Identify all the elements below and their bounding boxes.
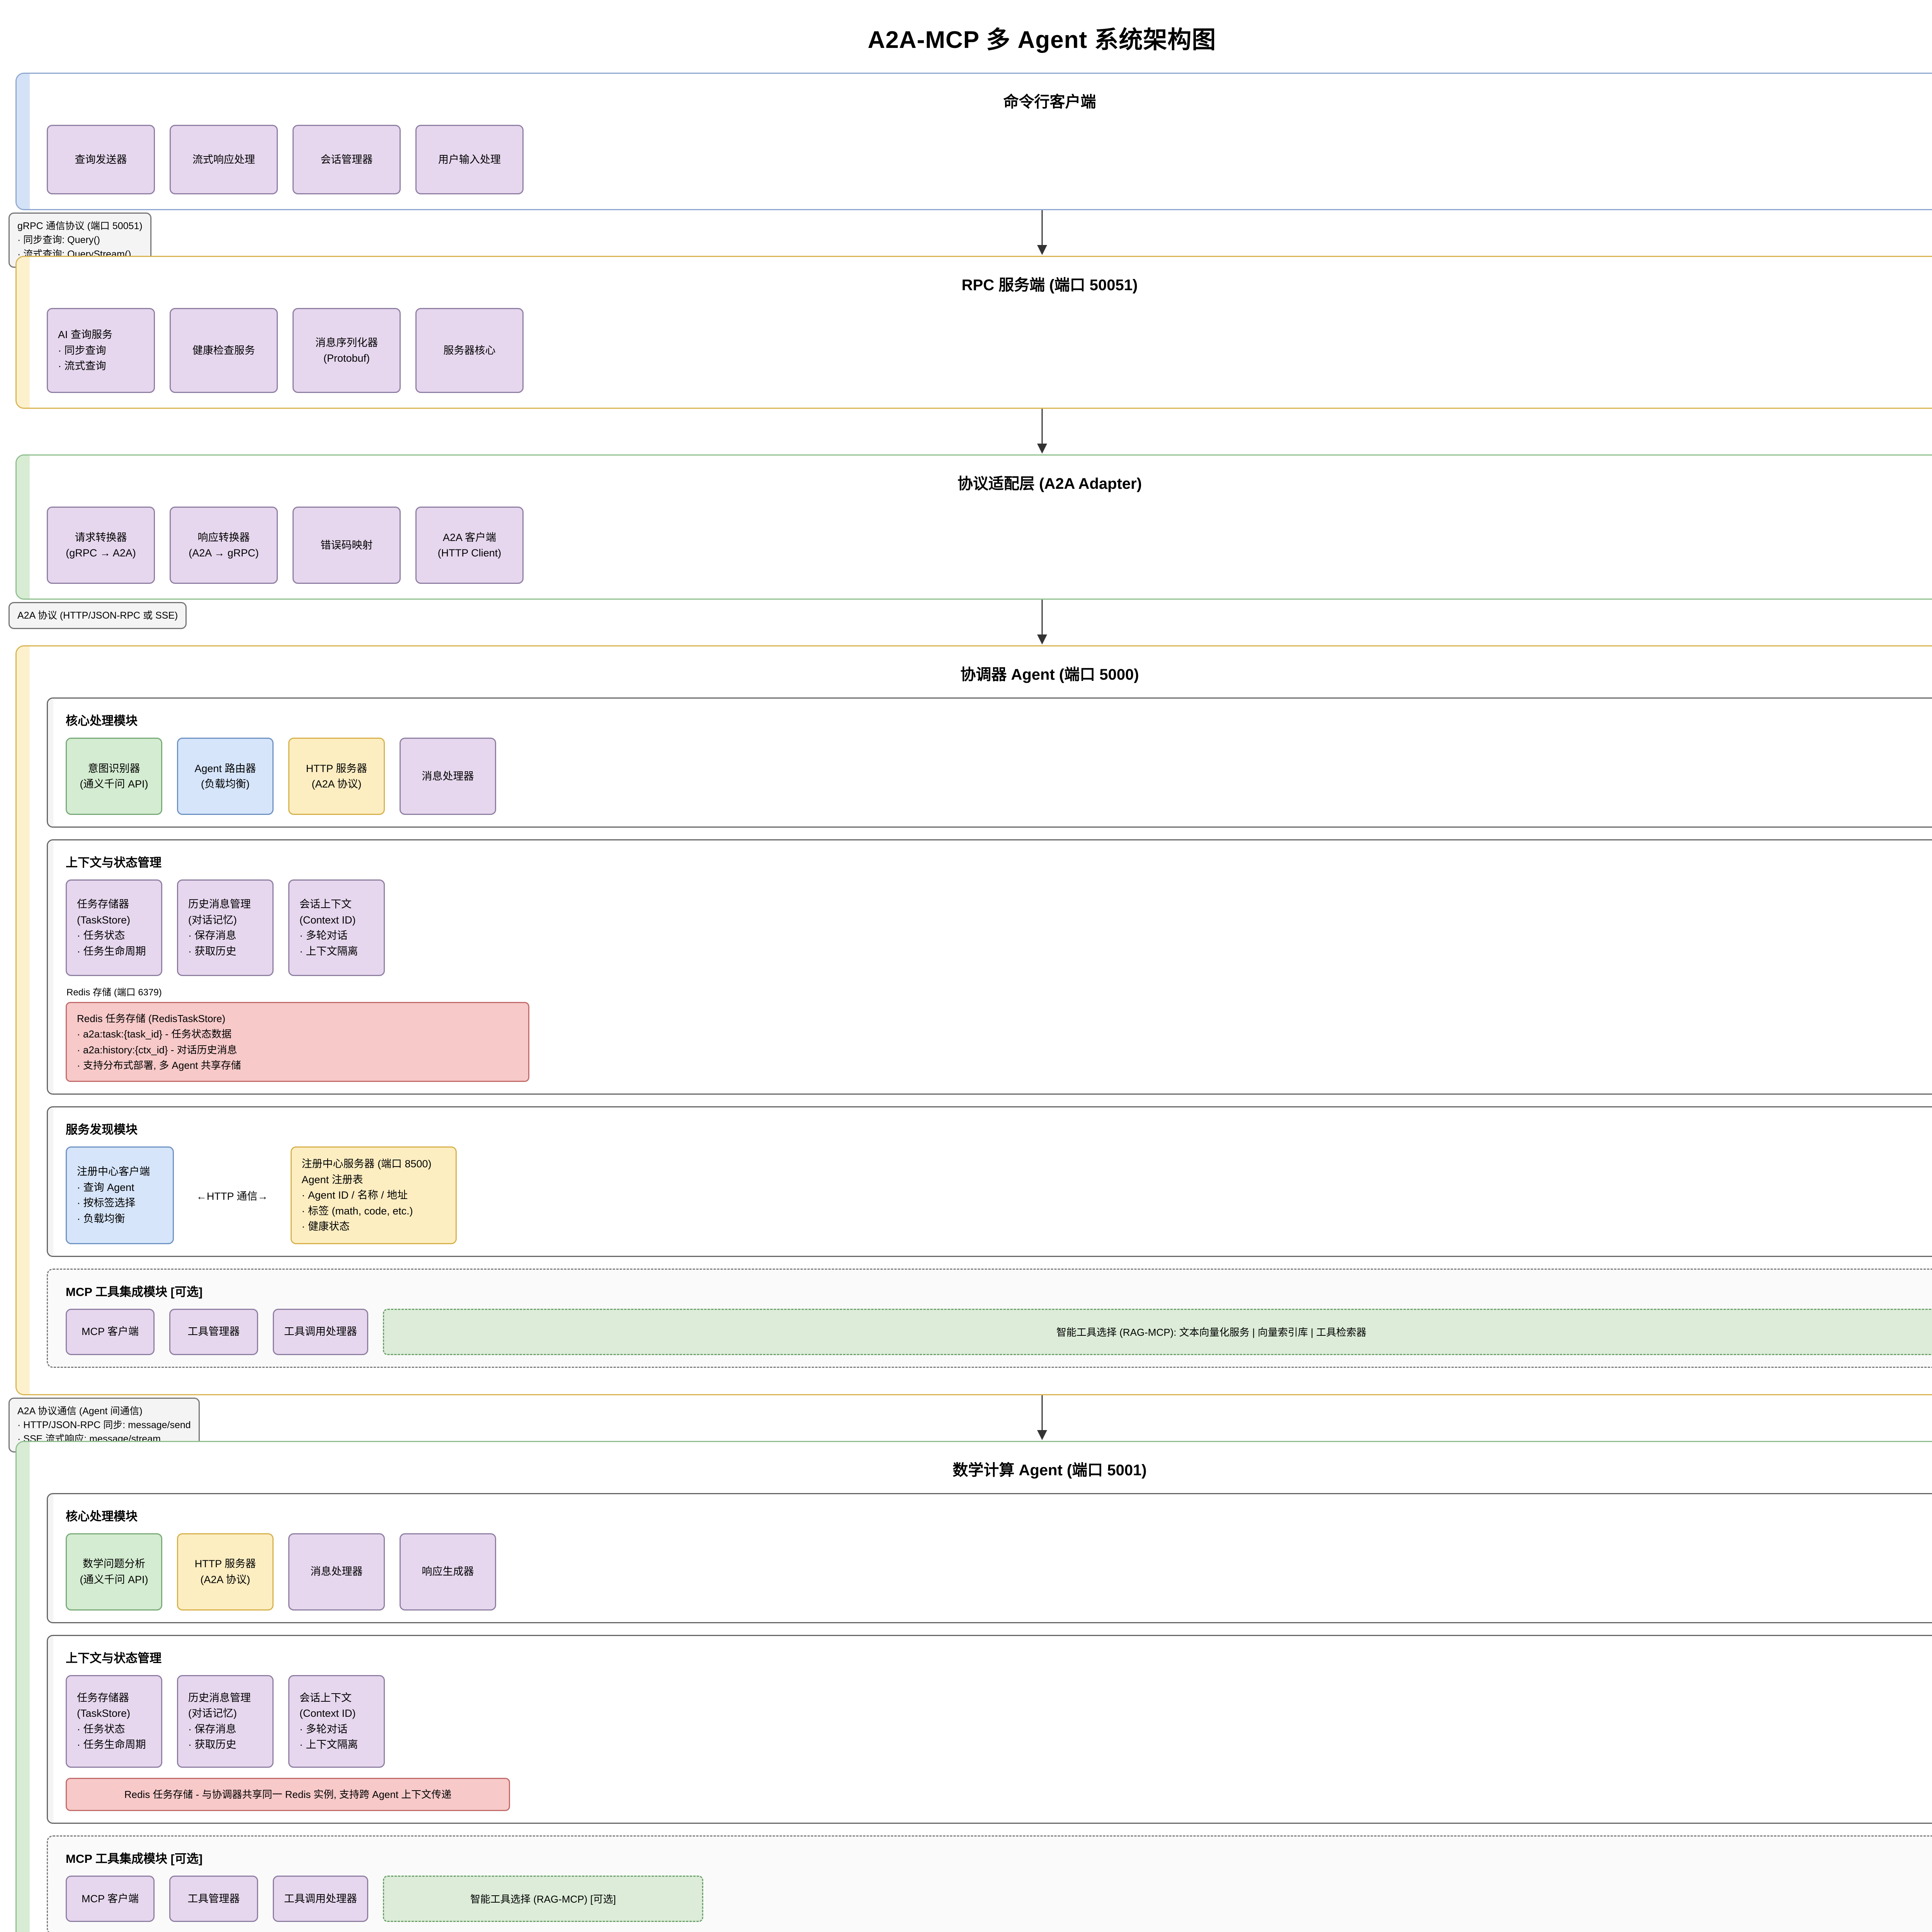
layer-accent-band [17,74,30,209]
node-request-converter[interactable]: 请求转换器 (gRPC → A2A) [47,507,155,584]
node-history-manager[interactable]: 历史消息管理 (对话记忆) · 保存消息 · 获取历史 [177,879,274,976]
layer-accent-band [17,646,30,1394]
node-stream-response-handler[interactable]: 流式响应处理 [170,125,278,194]
node-intent-recognizer[interactable]: 意图识别器 (通义千问 API) [66,738,162,815]
subgroup-accent-band [48,840,53,1094]
node-registry-client[interactable]: 注册中心客户端 · 查询 Agent · 按标签选择 · 负载均衡 [66,1146,174,1244]
mcp-node-row: MCP 客户端 工具管理器 工具调用处理器 智能工具选择 (RAG-MCP): … [66,1308,1932,1355]
connector-stem [1041,409,1043,446]
node-rag-mcp-selector[interactable]: 智能工具选择 (RAG-MCP) [可选] [383,1875,703,1922]
subgroup-accent-band [48,1494,53,1622]
connector-arrowhead [1037,444,1047,454]
node-tool-manager[interactable]: 工具管理器 [169,1875,258,1922]
note-grpc-protocol: gRPC 通信协议 (端口 50051) · 同步查询: Query() · 流… [9,213,151,268]
redis-store-label: Redis 存储 (端口 6379) [66,987,162,998]
connector-arrowhead [1037,634,1047,645]
connector-coordinator-to-math-agent: A2A 协议通信 (Agent 间通信) · HTTP/JSON-RPC 同步:… [0,1395,1932,1453]
subgroup-math-core-processing: 核心处理模块 数学问题分析 (通义千问 API) HTTP 服务器 (A2A 协… [47,1493,1932,1623]
node-session-manager[interactable]: 会话管理器 [293,125,401,194]
core-node-row: 意图识别器 (通义千问 API) Agent 路由器 (负载均衡) HTTP 服… [66,738,1932,815]
math-core-node-row: 数学问题分析 (通义千问 API) HTTP 服务器 (A2A 协议) 消息处理… [66,1533,1932,1611]
node-message-handler[interactable]: 消息处理器 [400,738,496,815]
node-session-context[interactable]: 会话上下文 (Context ID) · 多轮对话 · 上下文隔离 [288,1675,385,1768]
layer-title: RPC 服务端 (端口 50051) [961,277,1138,294]
connector-arrowhead [1037,1430,1047,1440]
context-node-row: 任务存储器 (TaskStore) · 任务状态 · 任务生命周期 历史消息管理… [66,879,1932,976]
node-agent-router[interactable]: Agent 路由器 (负载均衡) [177,738,274,815]
layer-title: 协调器 Agent (端口 5000) [960,666,1139,683]
subgroup-title: 服务发现模块 [66,1123,138,1137]
node-tool-manager[interactable]: 工具管理器 [169,1308,258,1355]
node-history-manager[interactable]: 历史消息管理 (对话记忆) · 保存消息 · 获取历史 [177,1675,274,1768]
layer-accent-band [17,257,30,408]
subgroup-title: 核心处理模块 [66,1509,138,1523]
subgroup-accent-band [48,699,53,827]
subgroup-mcp-tool-integration: MCP 工具集成模块 [可选] MCP 客户端 工具管理器 工具调用处理器 智能… [47,1268,1932,1368]
node-registry-server[interactable]: 注册中心服务器 (端口 8500) Agent 注册表 · Agent ID /… [290,1146,457,1244]
layer-title: 协议适配层 (A2A Adapter) [957,475,1142,492]
connector-stem [1041,1395,1043,1432]
node-health-check-service[interactable]: 健康检查服务 [170,308,278,393]
node-redis-task-store[interactable]: Redis 任务存储 (RedisTaskStore) · a2a:task:{… [66,1002,529,1082]
node-rag-mcp-selector[interactable]: 智能工具选择 (RAG-MCP): 文本向量化服务 | 向量索引库 | 工具检索… [383,1308,1932,1355]
layer-rpc-server: RPC 服务端 (端口 50051) AI 查询服务 · 同步查询 · 流式查询… [15,256,1932,409]
node-tool-call-handler[interactable]: 工具调用处理器 [273,1875,368,1922]
connector-stem [1041,210,1043,247]
node-error-code-mapping[interactable]: 错误码映射 [293,507,401,584]
rpc-node-row: AI 查询服务 · 同步查询 · 流式查询 健康检查服务 消息序列化器 (Pro… [47,308,1932,393]
node-session-context[interactable]: 会话上下文 (Context ID) · 多轮对话 · 上下文隔离 [288,879,385,976]
adapter-node-row: 请求转换器 (gRPC → A2A) 响应转换器 (A2A → gRPC) 错误… [47,507,1932,584]
subgroup-title: MCP 工具集成模块 [可选] [66,1285,203,1299]
layer-accent-band [17,1442,30,1932]
node-http-server[interactable]: HTTP 服务器 (A2A 协议) [288,738,385,815]
note-a2a-protocol: A2A 协议 (HTTP/JSON-RPC 或 SSE) [9,602,187,629]
subgroup-accent-band [48,1107,53,1256]
layer-coordinator-agent: 协调器 Agent (端口 5000) 核心处理模块 意图识别器 (通义千问 A… [15,645,1932,1395]
math-context-node-row: 任务存储器 (TaskStore) · 任务状态 · 任务生命周期 历史消息管理… [66,1675,1932,1768]
subgroup-math-mcp-tool-integration: MCP 工具集成模块 [可选] MCP 客户端 工具管理器 工具调用处理器 智能… [47,1835,1932,1932]
subgroup-math-context-state: 上下文与状态管理 任务存储器 (TaskStore) · 任务状态 · 任务生命… [47,1634,1932,1824]
layer-title: 命令行客户端 [1003,94,1096,111]
subgroup-title: MCP 工具集成模块 [可选] [66,1852,203,1866]
node-response-converter[interactable]: 响应转换器 (A2A → gRPC) [170,507,278,584]
node-server-core[interactable]: 服务器核心 [415,308,524,393]
page-title: A2A-MCP 多 Agent 系统架构图 [867,27,1216,53]
node-tool-call-handler[interactable]: 工具调用处理器 [273,1308,368,1355]
node-a2a-client[interactable]: A2A 客户端 (HTTP Client) [415,507,524,584]
connector-cli-to-rpc: gRPC 通信协议 (端口 50051) · 同步查询: Query() · 流… [0,210,1932,268]
connector-rpc-to-adapter [0,409,1932,454]
subgroup-accent-band [48,1636,53,1823]
subgroup-title: 核心处理模块 [66,714,138,728]
layer-accent-band [17,456,30,599]
connector-arrowhead [1037,245,1047,255]
connector-stem [1041,600,1043,637]
subgroup-core-processing: 核心处理模块 意图识别器 (通义千问 API) Agent 路由器 (负载均衡)… [47,697,1932,828]
node-redis-shared-store[interactable]: Redis 任务存储 - 与协调器共享同一 Redis 实例, 支持跨 Agen… [66,1777,510,1811]
node-mcp-client[interactable]: MCP 客户端 [66,1875,155,1922]
node-mcp-client[interactable]: MCP 客户端 [66,1308,155,1355]
node-message-handler[interactable]: 消息处理器 [288,1533,385,1611]
node-message-serializer[interactable]: 消息序列化器 (Protobuf) [293,308,401,393]
node-math-problem-analysis[interactable]: 数学问题分析 (通义千问 API) [66,1533,162,1611]
node-response-generator[interactable]: 响应生成器 [400,1533,496,1611]
subgroup-context-state: 上下文与状态管理 任务存储器 (TaskStore) · 任务状态 · 任务生命… [47,839,1932,1095]
cli-node-row: 查询发送器 流式响应处理 会话管理器 用户输入处理 [47,125,1932,194]
math-mcp-node-row: MCP 客户端 工具管理器 工具调用处理器 智能工具选择 (RAG-MCP) [… [66,1875,703,1922]
subgroup-title: 上下文与状态管理 [66,1651,162,1665]
subgroup-title: 上下文与状态管理 [66,856,162,869]
node-http-server[interactable]: HTTP 服务器 (A2A 协议) [177,1533,274,1611]
layer-title: 数学计算 Agent (端口 5001) [952,1461,1147,1479]
layer-protocol-adapter: 协议适配层 (A2A Adapter) 请求转换器 (gRPC → A2A) 响… [15,454,1932,600]
connector-adapter-to-coordinator: A2A 协议 (HTTP/JSON-RPC 或 SSE) [0,600,1932,645]
subgroup-service-discovery: 服务发现模块 注册中心客户端 · 查询 Agent · 按标签选择 · 负载均衡… [47,1106,1932,1257]
layer-cli-client: 命令行客户端 查询发送器 流式响应处理 会话管理器 用户输入处理 [15,73,1932,210]
label-http-communication: ←HTTP 通信→ [196,1190,268,1202]
node-task-store[interactable]: 任务存储器 (TaskStore) · 任务状态 · 任务生命周期 [66,879,162,976]
node-ai-query-service[interactable]: AI 查询服务 · 同步查询 · 流式查询 [47,308,155,393]
layer-math-agent: 数学计算 Agent (端口 5001) 核心处理模块 数学问题分析 (通义千问… [15,1440,1932,1932]
discovery-row: 注册中心客户端 · 查询 Agent · 按标签选择 · 负载均衡 ←HTTP … [66,1146,1932,1244]
node-query-sender[interactable]: 查询发送器 [47,125,155,194]
node-task-store[interactable]: 任务存储器 (TaskStore) · 任务状态 · 任务生命周期 [66,1675,162,1768]
node-user-input-handler[interactable]: 用户输入处理 [415,125,524,194]
